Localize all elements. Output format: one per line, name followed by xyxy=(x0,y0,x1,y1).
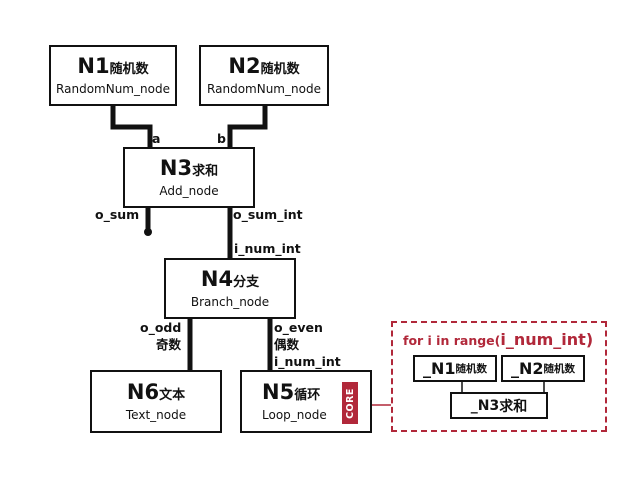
core-badge: CORE xyxy=(342,382,358,424)
node-n6-title: N6文本 xyxy=(127,380,185,408)
loop-mini-n2-id: _N2 xyxy=(510,359,544,378)
node-n4[interactable]: N4分支 Branch_node xyxy=(164,258,296,319)
wire-n2-b xyxy=(227,105,268,148)
port-a-label: a xyxy=(152,131,161,146)
node-n5-cn: 循环 xyxy=(294,388,321,403)
loop-header-prefix: for i in range( xyxy=(403,333,501,348)
node-n1-cn: 随机数 xyxy=(109,62,149,77)
node-n6-class: Text_node xyxy=(125,408,187,422)
node-n6-cn: 文本 xyxy=(159,388,186,403)
node-n4-title: N4分支 xyxy=(201,267,259,295)
loop-header-arg: i_num_int xyxy=(500,330,586,349)
node-n2-cn: 随机数 xyxy=(260,62,300,77)
port-o-even-label: o_even xyxy=(274,320,323,335)
node-n3[interactable]: N3求和 Add_node xyxy=(123,147,255,208)
loop-mini-n2-cn: 随机数 xyxy=(543,363,576,375)
loop-detail-box xyxy=(391,321,607,432)
node-n3-title: N3求和 xyxy=(160,156,218,184)
node-n6-id: N6 xyxy=(126,380,160,404)
node-n1[interactable]: N1随机数 RandomNum_node xyxy=(49,45,177,106)
loop-mini-n1-cn: 随机数 xyxy=(455,363,488,375)
node-n6[interactable]: N6文本 Text_node xyxy=(90,370,222,433)
loop-header: for i in range(i_num_int) xyxy=(403,330,593,351)
node-n5-title: N5循环 xyxy=(262,380,320,408)
node-n1-id: N1 xyxy=(77,54,110,78)
node-n5-class: Loop_node xyxy=(262,408,327,422)
node-n4-id: N4 xyxy=(200,267,234,291)
node-n2-class: RandomNum_node xyxy=(207,82,321,96)
port-o-odd-label: o_odd xyxy=(140,320,182,335)
node-n2-title: N2随机数 xyxy=(228,54,299,82)
loop-mini-n3-id: _N3 xyxy=(470,397,500,414)
loop-mini-n1-id: _N1 xyxy=(422,359,456,378)
port-b-label: b xyxy=(217,131,226,146)
loop-header-suffix: ) xyxy=(585,330,594,349)
node-n3-class: Add_node xyxy=(159,184,219,198)
node-n2-id: N2 xyxy=(228,54,261,78)
node-n4-class: Branch_node xyxy=(190,295,270,309)
node-n4-cn: 分支 xyxy=(233,275,260,290)
node-n3-id: N3 xyxy=(159,156,193,180)
port-o-sum-label: o_sum xyxy=(95,207,140,222)
node-n1-class: RandomNum_node xyxy=(56,82,170,96)
node-n2[interactable]: N2随机数 RandomNum_node xyxy=(199,45,329,106)
port-i-num-int-label: i_num_int xyxy=(234,241,301,256)
loop-mini-n3-cn: 求和 xyxy=(499,398,528,415)
port-odd-cn-label: 奇数 xyxy=(156,337,182,352)
node-n5-id: N5 xyxy=(262,380,295,404)
node-n3-cn: 求和 xyxy=(192,164,219,179)
port-o-sum-int-label: o_sum_int xyxy=(233,207,303,222)
wire-end-dot xyxy=(144,228,152,236)
port-n5-i-num-int-label: i_num_int xyxy=(274,354,341,369)
port-even-cn-label: 偶数 xyxy=(274,337,300,352)
wire-n1-a xyxy=(110,105,153,148)
node-n1-title: N1随机数 xyxy=(77,54,148,82)
